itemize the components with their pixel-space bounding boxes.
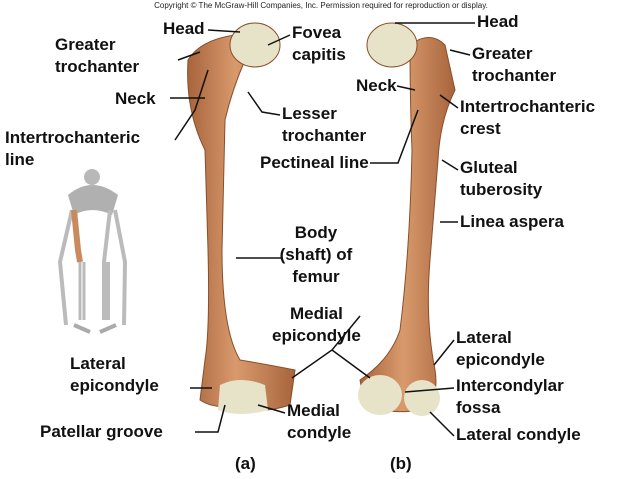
leader-lines (170, 22, 475, 437)
caption-a: (a) (235, 454, 256, 473)
label-neck-posterior: Neck (356, 76, 397, 95)
label-head-posterior: Head (477, 12, 519, 31)
label-head-anterior: Head (163, 19, 205, 38)
label-lateral-condyle: Lateral condyle (456, 425, 581, 444)
skeleton-thumbnail (57, 169, 128, 334)
label-linea-aspera: Linea aspera (460, 212, 564, 231)
femur-posterior (358, 22, 456, 416)
label-patellar-groove: Patellar groove (40, 422, 163, 441)
label-pectineal-line: Pectineal line (260, 153, 369, 172)
femur-anterior (187, 22, 296, 414)
caption-b: (b) (390, 454, 412, 473)
copyright-notice: Copyright © The McGraw-Hill Companies, I… (154, 1, 488, 10)
label-neck-anterior: Neck (115, 89, 156, 108)
highlighted-femur (71, 209, 83, 263)
